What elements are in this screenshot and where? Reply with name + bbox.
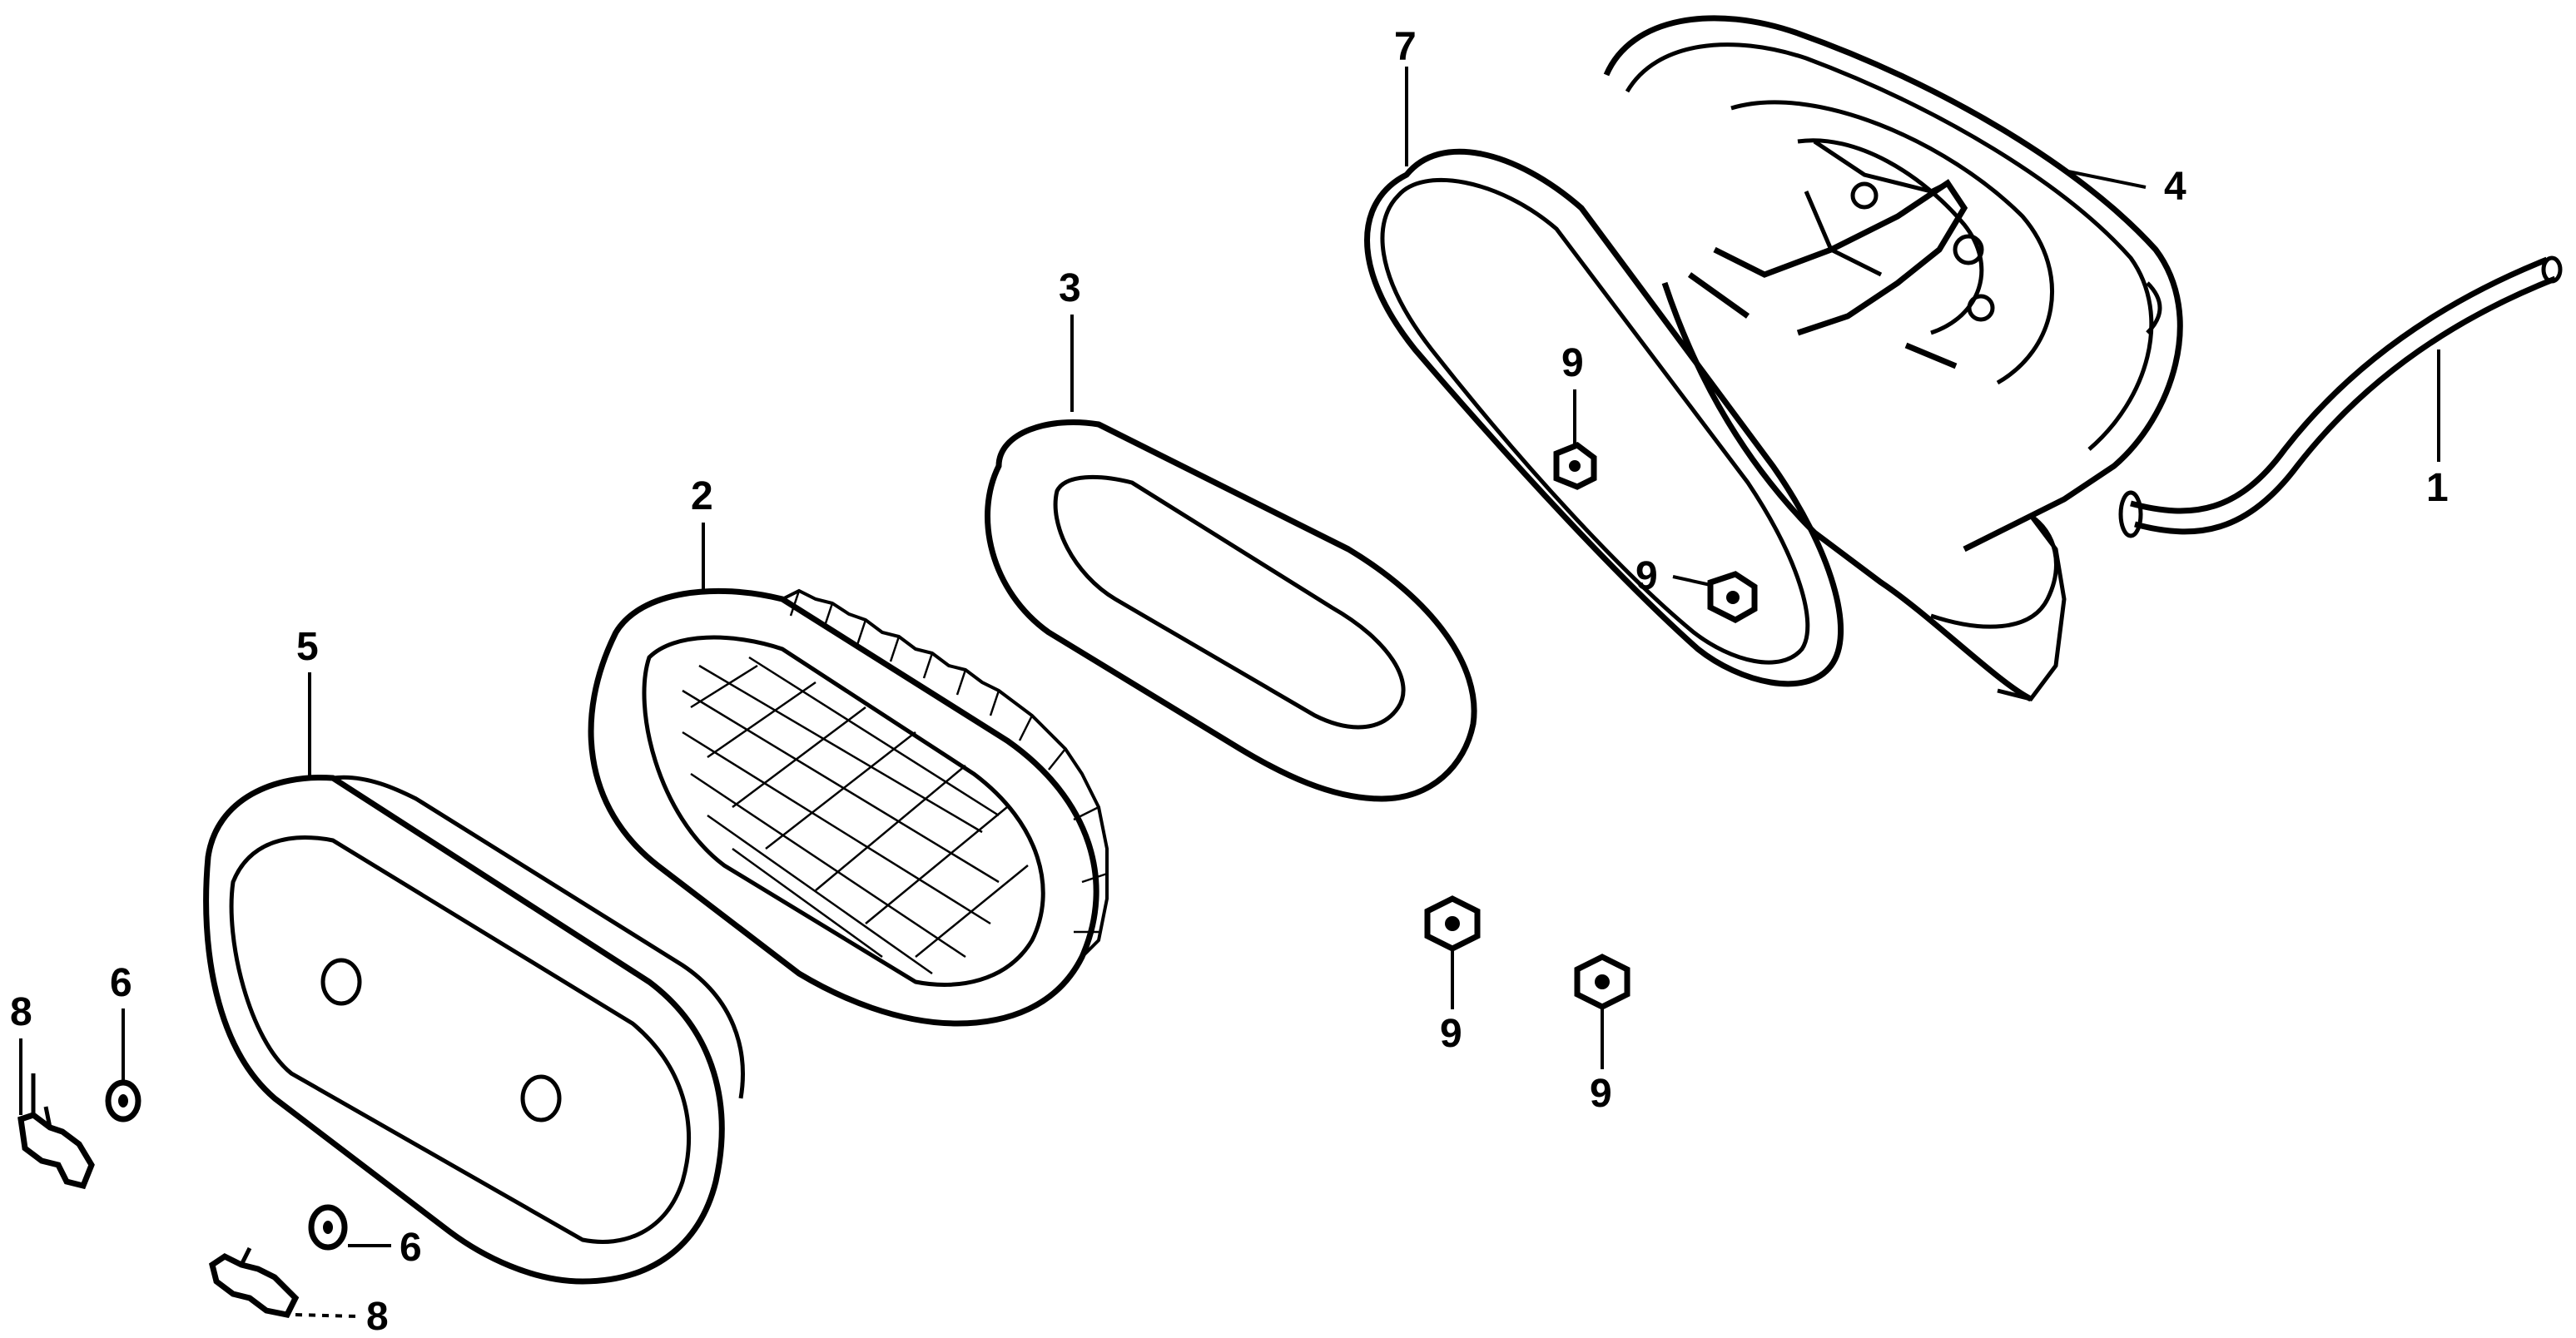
part-8-wing-nut-lower	[209, 1246, 300, 1318]
part-6-grommet-upper	[105, 1079, 141, 1122]
part-9-nut-d	[1574, 954, 1630, 1010]
part-6-grommet-lower	[308, 1204, 348, 1251]
part-7-gasket	[1364, 148, 1844, 687]
callout-2: 2	[691, 474, 713, 518]
callout-3: 3	[1059, 266, 1081, 310]
callout-1: 1	[2426, 466, 2449, 510]
callout-4: 4	[2164, 165, 2186, 209]
callout-6-upper: 6	[110, 961, 132, 1005]
callout-8-upper: 8	[10, 990, 32, 1034]
part-8-wing-nut-upper	[17, 1073, 95, 1190]
callout-5: 5	[296, 625, 319, 669]
callout-9-c: 9	[1440, 1012, 1462, 1056]
part-9-nut-a	[1553, 442, 1597, 490]
part-5-cover	[203, 774, 745, 1285]
callout-7: 7	[1394, 25, 1417, 69]
callout-8-lower: 8	[366, 1295, 389, 1338]
leader-lines	[19, 67, 2440, 1318]
part-9-nut-c	[1424, 895, 1481, 952]
part-3-foam-prefilter	[985, 419, 1477, 802]
callout-6-lower: 6	[400, 1226, 422, 1270]
callout-9-a: 9	[1561, 341, 1584, 385]
callout-9-b: 9	[1635, 554, 1658, 598]
part-2-paper-element	[588, 587, 1109, 1027]
part-1-breather-tube	[2118, 255, 2563, 538]
callout-9-d: 9	[1590, 1072, 1612, 1116]
part-9-nut-b	[1707, 571, 1758, 623]
